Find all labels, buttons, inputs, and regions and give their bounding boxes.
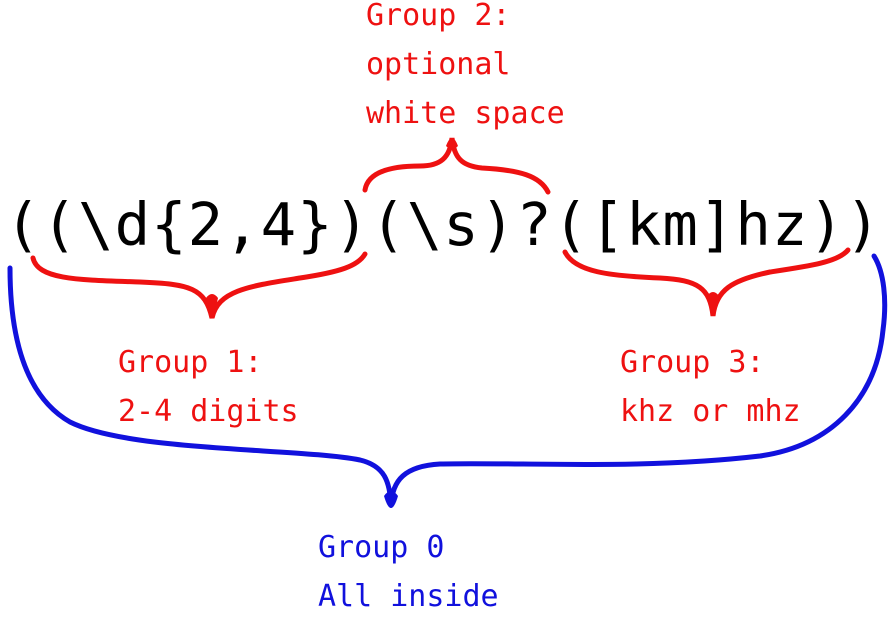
group2-label: Group 2: optional white space [366, 0, 565, 138]
group3-label: Group 3: khz or mhz [620, 338, 801, 436]
group0-desc: All inside [318, 579, 499, 614]
group1-brace-tip [206, 294, 218, 312]
group0-brace-tip [384, 491, 398, 508]
group0-label: Group 0 All inside [318, 523, 499, 621]
group3-brace-tip [707, 292, 719, 310]
regex-expression: ((\d{2,4})(\s)?([km]hz)) [5, 190, 882, 259]
group1-brace [30, 251, 368, 319]
group2-brace-tip [446, 138, 458, 149]
group0-title: Group 0 [318, 530, 445, 565]
group2-desc-line1: optional [366, 47, 511, 82]
group2-title: Group 2: [366, 0, 511, 33]
group3-title: Group 3: [620, 345, 765, 380]
group1-desc: 2-4 digits [118, 394, 299, 429]
group3-desc: khz or mhz [620, 394, 801, 429]
group1-title: Group 1: [118, 345, 263, 380]
group3-brace [562, 247, 851, 317]
group2-desc-line2: white space [366, 96, 565, 131]
regex-group-diagram: ((\d{2,4})(\s)?([km]hz)) Group 2: option… [5, 0, 888, 614]
group0-brace [7, 253, 888, 507]
group1-label: Group 1: 2-4 digits [118, 338, 299, 436]
brace-layer [7, 137, 888, 508]
